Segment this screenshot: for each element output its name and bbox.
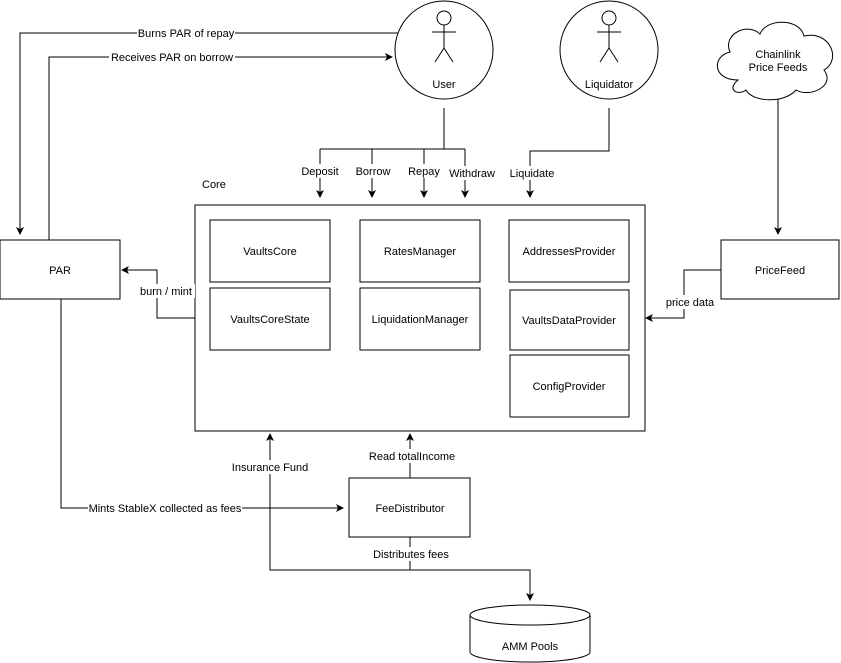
edge-mints-stablex: [60, 299, 344, 512]
vaults-data-provider-box[interactable]: VaultsDataProvider: [509, 289, 630, 351]
actor-user[interactable]: User: [394, 0, 494, 100]
edge-user-trunk: [320, 108, 465, 150]
par-label: PAR: [49, 265, 71, 277]
addresses-provider-box[interactable]: AddressesProvider: [508, 219, 630, 283]
amm-pools-label: AMM Pools: [502, 641, 559, 653]
cloud-icon: [716, 21, 834, 101]
rates-manager-label: RatesManager: [384, 246, 456, 258]
config-provider-label: ConfigProvider: [533, 381, 606, 393]
label-borrow: Borrow: [356, 166, 391, 178]
rates-manager-box[interactable]: RatesManager: [359, 219, 481, 283]
edge-liquidate: [526, 108, 610, 198]
addresses-provider-label: AddressesProvider: [523, 246, 616, 258]
label-price-data: price data: [666, 297, 715, 309]
vaults-data-provider-label: VaultsDataProvider: [522, 315, 616, 327]
cloud-line1: Chainlink: [755, 49, 801, 61]
vaults-core-box[interactable]: VaultsCore: [209, 219, 331, 283]
label-read-total-income: Read totalIncome: [369, 451, 455, 463]
amm-pools-node[interactable]: AMM Pools: [469, 604, 591, 663]
label-mints-stablex: Mints StableX collected as fees: [89, 503, 242, 515]
stick-figure-icon: [432, 10, 456, 63]
label-receives-par-on-borrow: Receives PAR on borrow: [111, 52, 233, 64]
core-title: Core: [202, 179, 226, 191]
vaults-core-label: VaultsCore: [243, 246, 297, 258]
label-deposit: Deposit: [301, 166, 338, 178]
cloud-line2: Price Feeds: [749, 62, 808, 74]
actor-liquidator[interactable]: Liquidator: [559, 0, 659, 100]
fee-distributor-node[interactable]: FeeDistributor: [348, 477, 471, 538]
pricefeed-label: PriceFeed: [755, 265, 805, 277]
label-burns-par-of-repay: Burns PAR of repay: [138, 28, 235, 40]
edge-receives-par-on-borrow: [48, 53, 393, 240]
vaults-core-state-label: VaultsCoreState: [230, 314, 309, 326]
database-icon: [469, 615, 591, 663]
pricefeed-node[interactable]: PriceFeed: [720, 239, 840, 300]
fee-distributor-label: FeeDistributor: [375, 503, 444, 515]
label-withdraw: Withdraw: [449, 168, 495, 180]
liquidation-manager-label: LiquidationManager: [372, 314, 469, 326]
stick-figure-icon: [597, 10, 621, 63]
label-repay: Repay: [408, 166, 440, 178]
edge-price-data: [645, 269, 721, 322]
chainlink-price-feeds-cloud[interactable]: Chainlink Price Feeds: [716, 21, 834, 101]
edge-to-amm: [410, 569, 534, 601]
label-distributes-fees: Distributes fees: [373, 549, 449, 561]
liquidator-label: Liquidator: [585, 79, 634, 91]
label-liquidate: Liquidate: [510, 168, 555, 180]
config-provider-box[interactable]: ConfigProvider: [509, 354, 630, 418]
label-burn-mint: burn / mint: [140, 286, 192, 298]
user-label: User: [432, 79, 456, 91]
par-node[interactable]: PAR: [0, 239, 121, 300]
liquidation-manager-box[interactable]: LiquidationManager: [359, 287, 481, 351]
label-insurance-fund: Insurance Fund: [232, 462, 308, 474]
edge-burns-par-of-repay: [16, 32, 398, 235]
vaults-core-state-box[interactable]: VaultsCoreState: [209, 287, 331, 351]
